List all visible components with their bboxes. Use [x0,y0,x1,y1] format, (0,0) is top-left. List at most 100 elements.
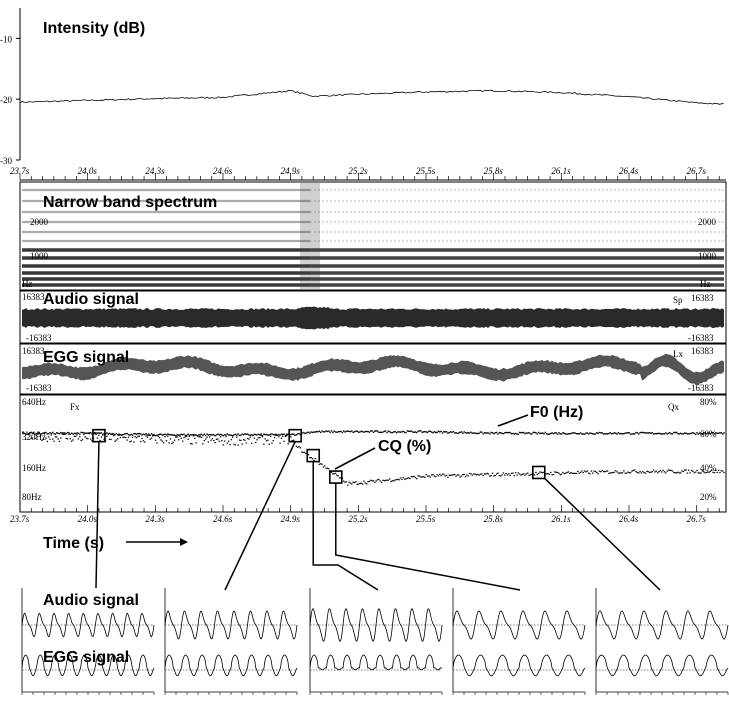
cq-point [663,471,666,473]
cq-point [30,437,32,439]
f0-point [112,433,115,435]
f0-point [426,431,429,434]
cq-point [493,475,495,477]
cq-point [528,474,530,477]
f0-point [357,431,360,433]
f0-point [233,434,235,436]
f0-point [428,430,430,432]
cq-point [334,472,337,474]
f0-point [219,433,222,436]
cq-point [344,481,346,483]
cq-point [517,472,519,474]
cq-point [421,476,423,478]
f0-point [512,432,514,435]
cq-point [447,476,449,478]
f0-point [624,432,626,434]
cq-point [330,471,333,473]
cq-point [682,470,685,473]
cq-point [95,433,97,435]
f0-point [188,434,191,436]
cq-point [590,470,593,472]
f0-point [443,430,445,433]
f0-point [279,434,281,436]
f0-point [569,433,571,435]
cq-point [271,442,273,444]
cq-point [149,438,151,440]
f0-point [430,431,433,433]
cq-point [106,435,108,437]
cq-point [471,474,473,476]
spec-right-label-2000: 2000 [698,217,717,227]
cq-point [525,473,528,475]
f0-point [33,432,35,434]
cq-point [100,436,103,438]
cq-point [405,478,407,480]
f0-point [292,433,295,435]
cq-point [121,434,123,437]
f0-point [685,432,687,435]
f0-point [510,432,513,435]
cq-point [578,472,580,474]
cq-point [384,479,387,481]
cq-point [570,472,572,474]
f0-point [364,430,367,433]
f0-point [424,430,426,433]
cq-point [602,470,605,473]
cq-point [566,471,568,474]
f0-point [326,430,329,433]
f0-point [93,431,96,434]
cq-point [711,469,713,471]
cq-point [153,434,155,436]
egg-panel: EGG signal 16383 -16383 16383 -16383 Lx [19,343,727,395]
f0-point [508,431,510,434]
cq-point [412,476,414,478]
egg-title: EGG signal [43,349,129,366]
cq-point [583,470,586,472]
cq-point [560,473,563,475]
f0-point [421,431,423,434]
f0-point [551,432,553,434]
f0-point [125,433,127,435]
cq-point [248,438,250,440]
cq-point [376,479,379,481]
f0-point [444,431,446,433]
f0-point [272,433,275,436]
cq-point [58,440,61,442]
cq-point [284,435,287,438]
f0-point [230,434,233,437]
f0-point [643,431,645,434]
f0-point [368,431,371,433]
cq-point [134,436,136,438]
f0-point [356,430,358,433]
f0-point [190,433,192,436]
cq-point [359,482,361,484]
cq-point [325,467,327,469]
f0-point [156,434,158,437]
cq-point [190,442,192,445]
f0-point [77,432,80,435]
cq-point [245,442,247,444]
egg-waveform [22,353,724,386]
f0-point [111,433,113,435]
cq-point [221,440,223,442]
f0-point [24,433,27,435]
cq-point [589,473,591,475]
cq-point [594,470,597,473]
f0-point [627,432,629,434]
f0-point [556,433,559,435]
f0-point [615,432,617,434]
cq-point [678,472,681,474]
f0-point [468,432,471,434]
cq-point [127,436,130,438]
cq-point [302,451,304,454]
f0-point [122,433,124,436]
inset-egg-label: EGG signal [43,649,129,666]
f0-point [352,431,354,434]
f0-point [261,434,264,437]
f0-point [39,433,42,435]
f0-point [529,433,532,435]
spec-left-label-hz: Hz [22,279,33,289]
f0-point [328,430,330,432]
cq-point [621,472,624,474]
